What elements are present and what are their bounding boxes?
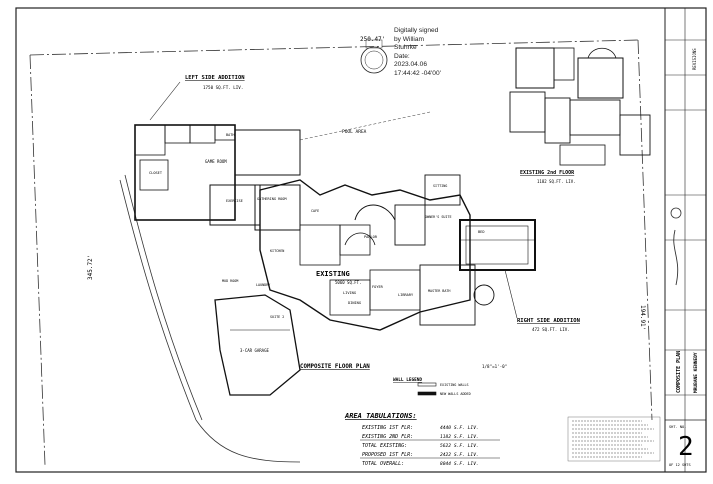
area-tab-value: 4440 S.F. LIV. <box>440 425 479 431</box>
wall-legend-title: WALL LEGEND <box>393 377 422 383</box>
legend-new: NEW WALLS ADDED <box>440 392 471 396</box>
room-sitting: SITTING <box>433 184 447 188</box>
right-side-addition <box>459 219 536 271</box>
room-closet: CLOSET <box>149 171 163 175</box>
room-master-bath: MASTER BATH <box>428 289 450 293</box>
room-living: LIVING <box>343 291 356 295</box>
sheet-number: 2 <box>678 432 694 462</box>
area-tab-label: TOTAL OVERALL: <box>362 461 404 467</box>
property-lines <box>29 39 653 466</box>
room-game-room: GAME ROOM <box>205 159 227 164</box>
room-laundry: LAUNDRY <box>256 283 270 287</box>
room-parlor: PARLOR <box>364 235 378 239</box>
wall-legend: WALL LEGEND EXISTING WALLS NEW WALLS ADD… <box>393 377 471 396</box>
area-tab-label: EXISTING 2ND FLR: <box>362 434 413 440</box>
existing-area: 5060 SQ.FT. <box>335 280 362 285</box>
dimension-right: 194.91' <box>639 305 646 330</box>
left-side-addition <box>134 124 301 231</box>
room-suite-2: SUITE 2 <box>270 315 284 319</box>
owner-name: MRUBANE KENNEDY <box>693 352 699 393</box>
pool-area-label: POOL AREA <box>342 129 367 135</box>
area-tab-value: 5622 S.F. LIV. <box>440 443 479 449</box>
sheet-title: COMPOSITE PLAN <box>676 351 682 393</box>
existing-2nd-title: EXISTING 2nd FLOOR <box>520 170 575 176</box>
room-library: LIBRARY <box>398 293 414 297</box>
area-tab-title: AREA TABULATIONS: <box>344 412 417 420</box>
room-kitchen: KITCHEN <box>270 249 284 253</box>
room-mud-room: MUD ROOM <box>222 279 238 283</box>
signature-line-4: Date: <box>394 52 410 60</box>
notes-block <box>567 416 661 462</box>
existing-label: EXISTING <box>316 270 350 278</box>
signature-line-2: by William <box>394 35 425 43</box>
existing-2nd-floor-plan <box>509 47 651 166</box>
sheet-of-label: OF 12 SHTS <box>669 463 691 467</box>
room-cafe: CAFE <box>311 209 319 213</box>
existing-house <box>259 174 495 331</box>
revisions-label: REVISIONS <box>692 48 697 70</box>
room-owners-suite: OWNER'S SUITE <box>425 215 452 219</box>
digital-signature: Digitally signed by William Stuhrke Date… <box>394 27 474 79</box>
signature-line-6: 17:44:42 -04'00' <box>394 69 441 77</box>
left-addition-title: LEFT SIDE ADDITION <box>185 75 245 81</box>
legend-existing: EXISTING WALLS <box>440 383 469 387</box>
dimension-top: 250.47' <box>360 36 385 43</box>
drawing-scale: 1/8"=1'-0" <box>482 364 507 369</box>
signature-line-1: Digitally signed <box>394 27 439 34</box>
area-tab-value: 8044 S.F. LIV. <box>440 461 479 467</box>
right-addition-title: RIGHT SIDE ADDITION <box>517 318 580 324</box>
existing-2nd-area: 1182 SQ.FT. LIV. <box>537 179 576 184</box>
right-addition-area: 472 SQ.FT. LIV. <box>532 327 570 332</box>
sheet-border <box>15 7 707 473</box>
seal-icon <box>670 207 682 219</box>
room-bath: BATH <box>226 133 234 137</box>
title-block: REVISIONS COMPOSITE PLAN MRUBANE KENNEDY… <box>664 8 706 472</box>
room-dining: DINING <box>348 301 361 305</box>
garage <box>214 294 301 396</box>
room-garage: 3-CAR GARAGE <box>240 348 269 353</box>
engineer-seal <box>360 39 388 74</box>
signature-line-5: 2023.04.06 <box>394 61 428 69</box>
room-bed: BED <box>478 230 485 234</box>
area-tabulations: AREA TABULATIONS: EXISTING 1ST FLR: 4440 … <box>344 412 500 467</box>
left-addition-area: 1750 SQ.FT. LIV. <box>203 85 243 90</box>
dimension-left: 345.72' <box>87 255 94 280</box>
area-tab-value: 1182 S.F. LIV. <box>440 434 479 440</box>
signature-mark <box>673 229 679 286</box>
area-tab-label: EXISTING 1ST FLR: <box>362 425 413 431</box>
area-tab-label: PROPOSED 1ST FLR: <box>362 452 413 458</box>
area-tab-rows: EXISTING 1ST FLR: 4440 S.F. LIV. EXISTING … <box>360 425 500 467</box>
area-tab-label: TOTAL EXISTING: <box>362 443 407 449</box>
drawing-title: COMPOSITE FLOOR PLAN <box>300 364 370 370</box>
room-exercise: EXERCISE <box>226 199 243 203</box>
room-gathering: GATHERING ROOM <box>257 197 287 201</box>
sheet-number-label: SHT. NO. <box>669 425 686 429</box>
area-tab-value: 2422 S.F. LIV. <box>440 452 479 458</box>
room-foyer: FOYER <box>372 285 384 289</box>
signature-line-3: Stuhrke <box>394 44 417 52</box>
